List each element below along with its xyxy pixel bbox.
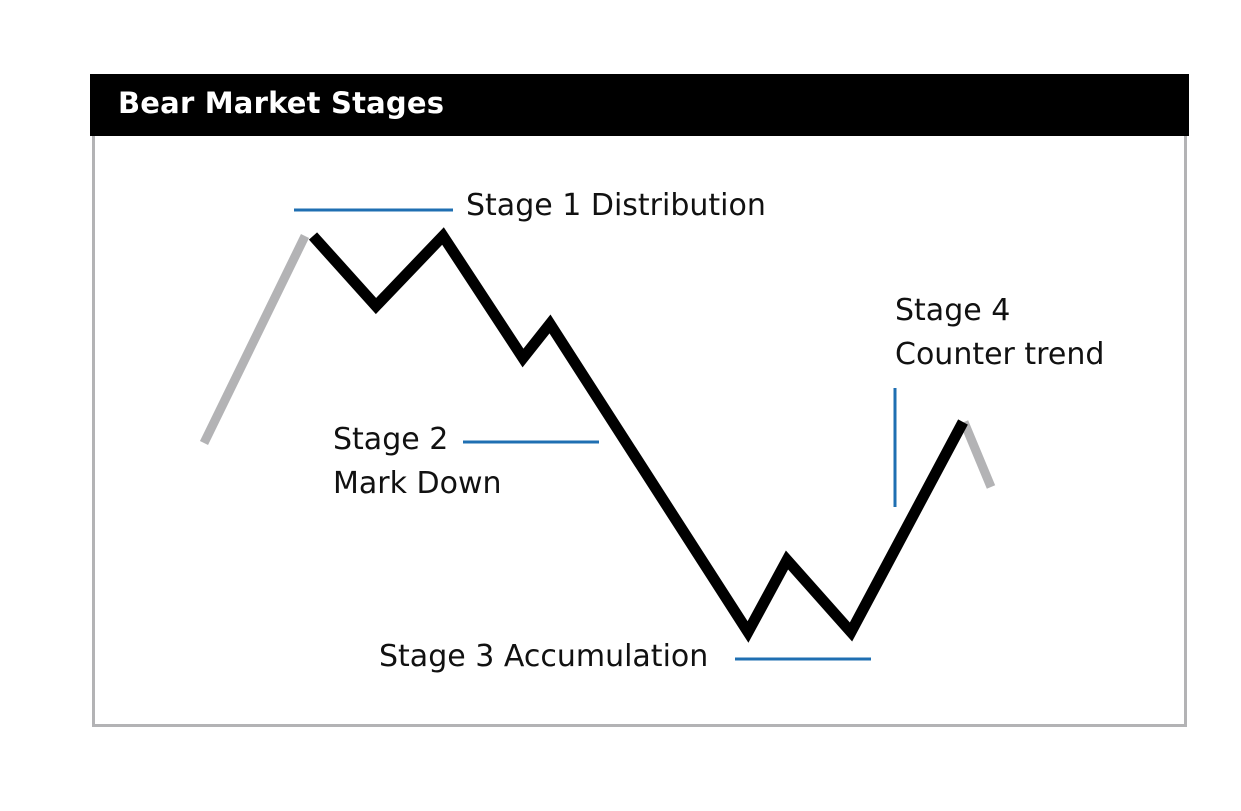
stage-4-label-line2: Counter trend (895, 337, 1105, 372)
lead-in-line (199, 234, 310, 445)
title-bar (90, 74, 1189, 136)
stage-2-label-line1: Stage 2 (333, 422, 449, 457)
chart-frame (92, 74, 1187, 727)
chart-title: Bear Market Stages (118, 86, 445, 120)
stage-2-label-line2: Mark Down (333, 466, 502, 501)
stage-1-label: Stage 1 Distribution (466, 188, 766, 223)
tail-line (959, 420, 996, 489)
stage-4-label-line1: Stage 4 (895, 293, 1011, 328)
price-path (308, 227, 968, 643)
stage-3-label: Stage 3 Accumulation (379, 639, 709, 674)
